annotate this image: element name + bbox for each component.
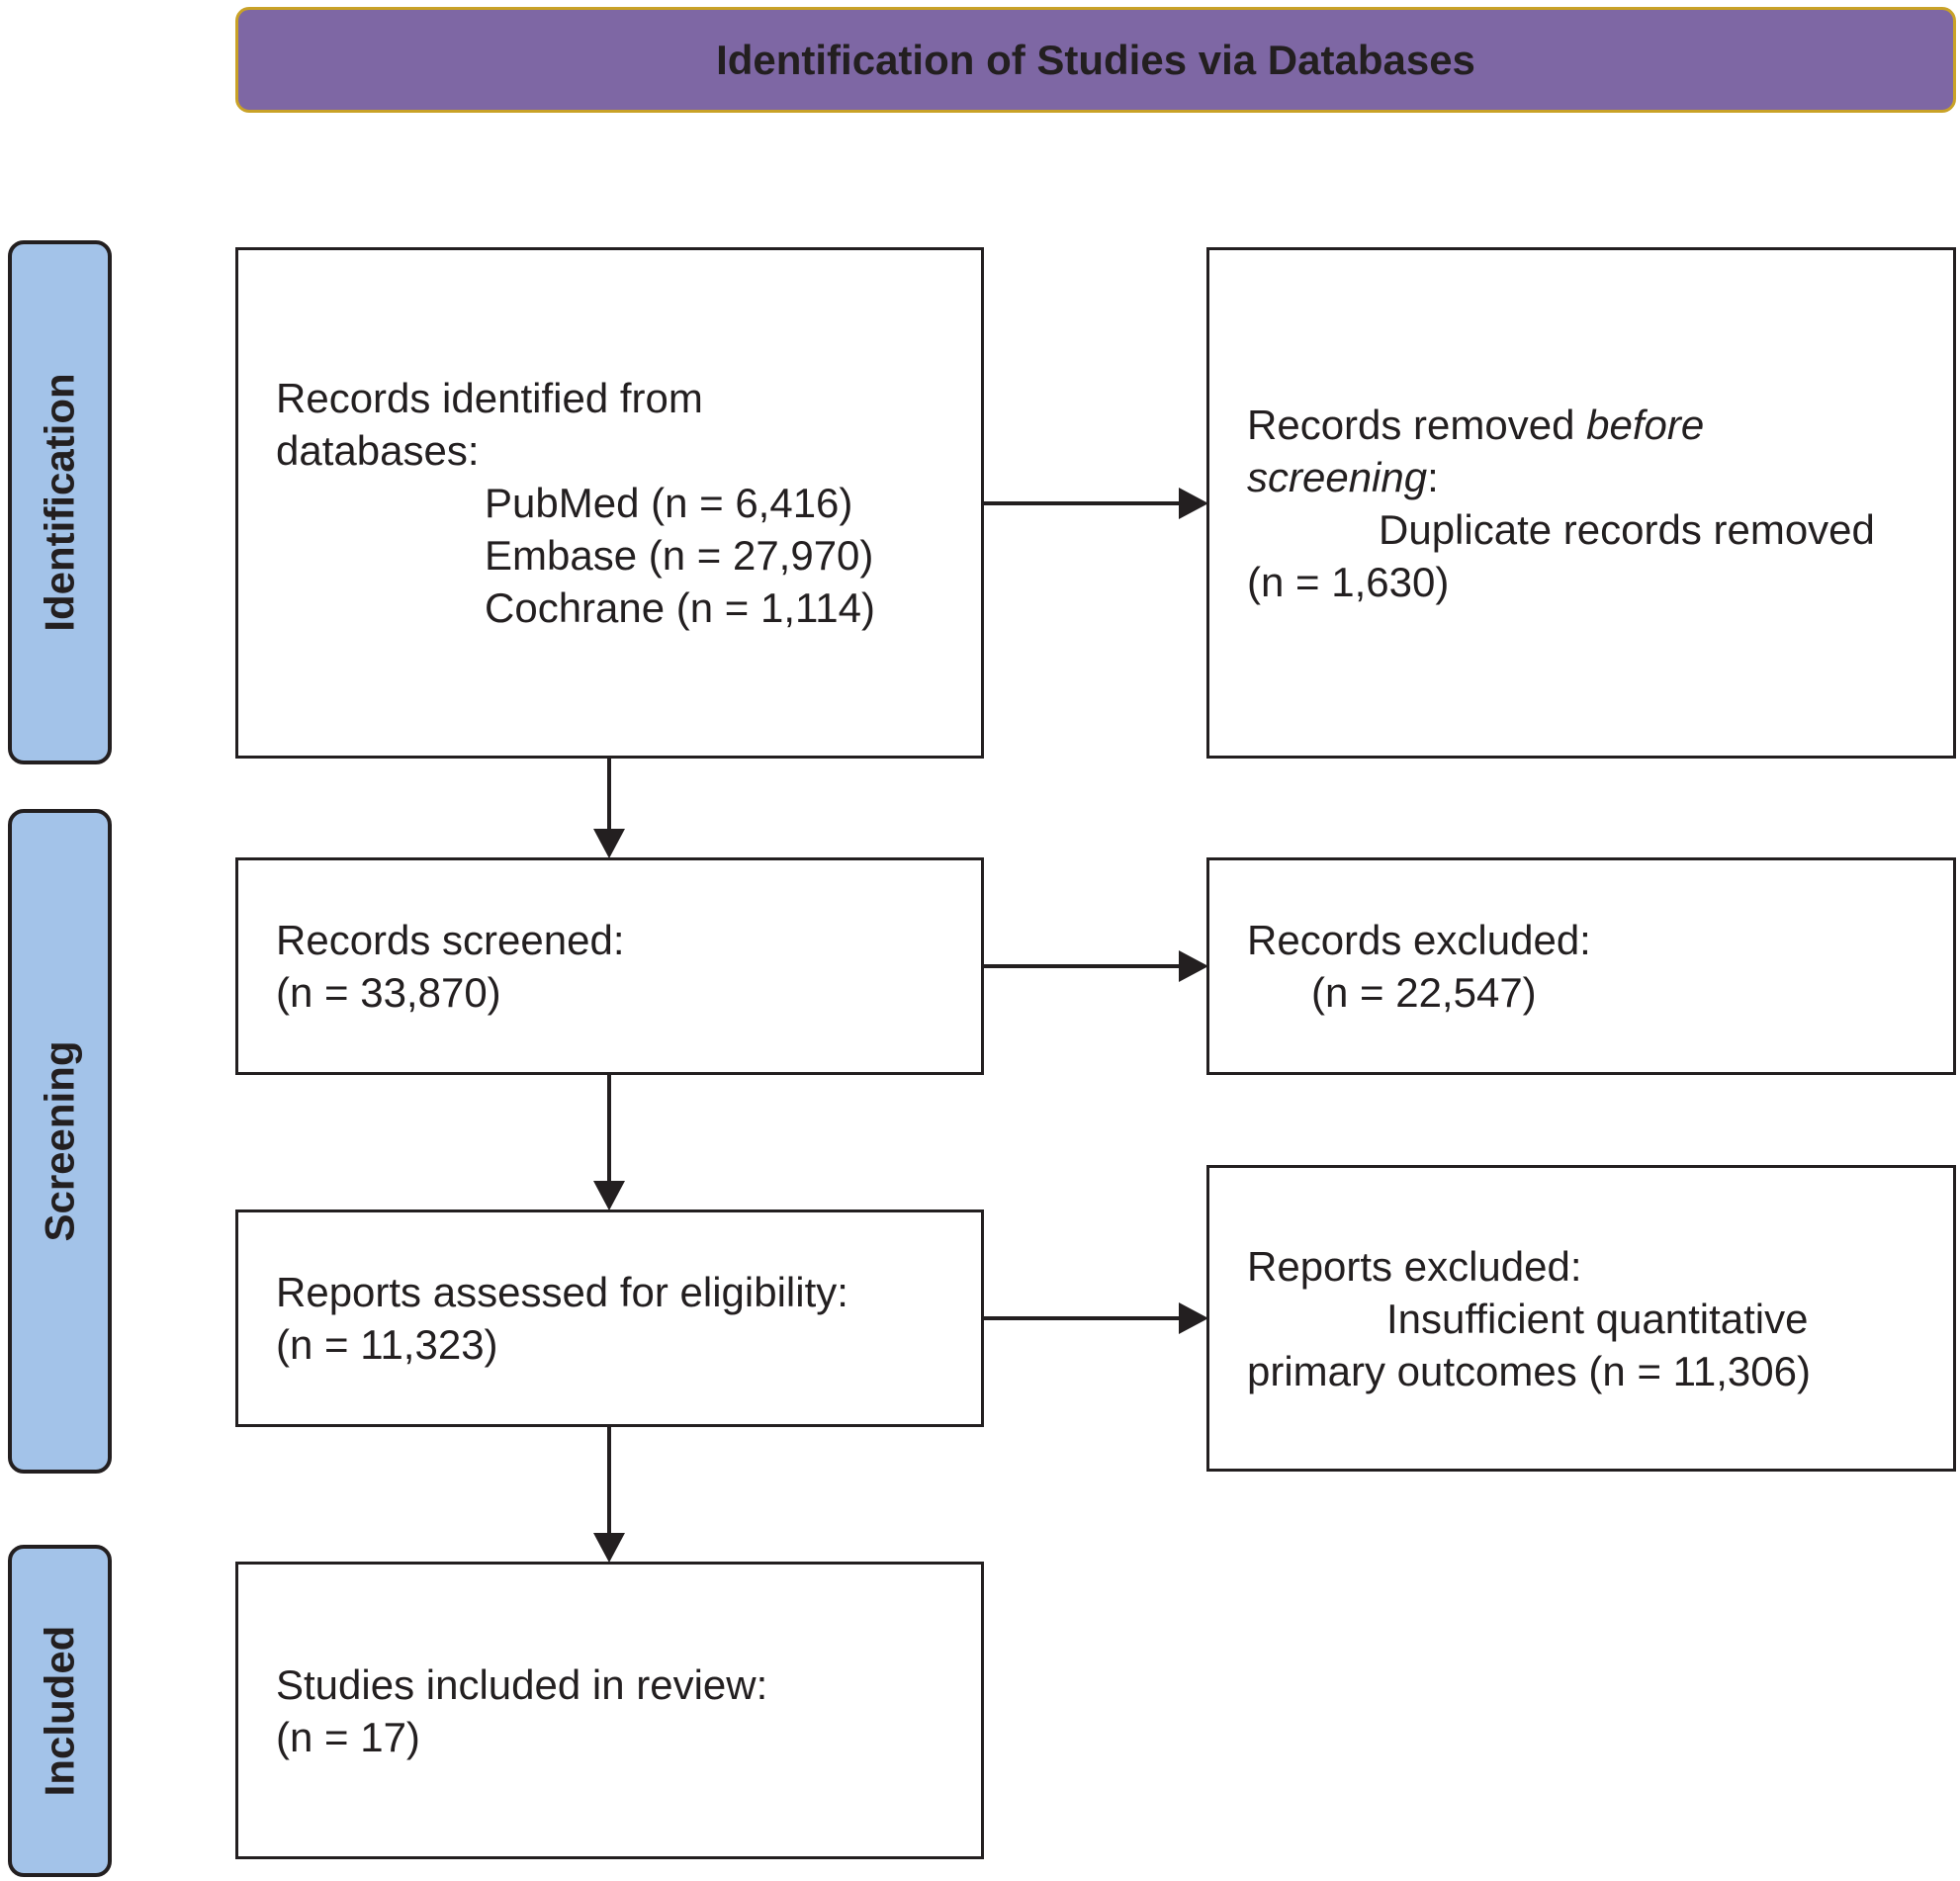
records-excluded-label: Records excluded: bbox=[1247, 917, 1591, 963]
duplicates-removed-count: (n = 1,630) bbox=[1247, 558, 1450, 605]
records-screened-count: (n = 33,870) bbox=[276, 969, 501, 1016]
box-records-removed: Records removed before screening: Duplic… bbox=[1206, 247, 1956, 759]
box-records-excluded: Records excluded: (n = 22,547) bbox=[1206, 857, 1956, 1075]
reports-excluded-reason1: Insufficient quantitative bbox=[1386, 1295, 1809, 1342]
arrow-screened-to-excluded bbox=[984, 950, 1208, 982]
stage-identification: Identification bbox=[8, 240, 112, 764]
records-removed-screening: screening bbox=[1247, 453, 1428, 500]
source-embase: Embase (n = 27,970) bbox=[485, 532, 874, 579]
stage-screening: Screening bbox=[8, 809, 112, 1474]
records-excluded-count: (n = 22,547) bbox=[1311, 969, 1537, 1016]
reports-assessed-count: (n = 11,323) bbox=[276, 1321, 498, 1368]
arrow-screened-to-assessed bbox=[593, 1074, 625, 1210]
records-identified-line1: Records identified from bbox=[276, 375, 703, 421]
header-title: Identification of Studies via Databases bbox=[716, 36, 1475, 83]
source-cochrane: Cochrane (n = 1,114) bbox=[485, 584, 875, 631]
reports-excluded-reason2: primary outcomes (n = 11,306) bbox=[1247, 1347, 1811, 1394]
box-reports-excluded: Reports excluded: Insufficient quantitat… bbox=[1206, 1165, 1956, 1472]
box-reports-assessed: Reports assessed for eligibility: (n = 1… bbox=[235, 1209, 984, 1427]
records-removed-line1: Records removed before bbox=[1247, 399, 1953, 451]
records-identified-line2: databases: bbox=[276, 427, 480, 474]
studies-included-label: Studies included in review: bbox=[276, 1660, 768, 1708]
records-screened-label: Records screened: bbox=[276, 917, 625, 963]
box-records-identified: Records identified from databases: PubMe… bbox=[235, 247, 984, 759]
records-removed-before: before bbox=[1586, 401, 1705, 448]
box-studies-included: Studies included in review: (n = 17) bbox=[235, 1562, 984, 1859]
studies-included-count: (n = 17) bbox=[276, 1713, 420, 1760]
arrow-identified-to-screened bbox=[593, 758, 625, 858]
duplicates-removed-label: Duplicate records removed bbox=[1379, 505, 1875, 553]
stage-included: Included bbox=[8, 1545, 112, 1877]
source-pubmed: PubMed (n = 6,416) bbox=[485, 480, 853, 526]
records-removed-line2: screening: bbox=[1247, 451, 1953, 503]
reports-excluded-label: Reports excluded: bbox=[1247, 1242, 1582, 1290]
box-records-screened: Records screened: (n = 33,870) bbox=[235, 857, 984, 1075]
records-removed-colon: : bbox=[1427, 453, 1439, 500]
header-banner: Identification of Studies via Databases bbox=[235, 7, 1956, 113]
arrow-identified-to-removed bbox=[984, 488, 1208, 519]
reports-assessed-label: Reports assessed for eligibility: bbox=[276, 1269, 848, 1315]
records-removed-prefix: Records removed bbox=[1247, 401, 1587, 448]
arrow-assessed-to-reports-excluded bbox=[984, 1302, 1208, 1334]
arrow-assessed-to-included bbox=[593, 1426, 625, 1563]
